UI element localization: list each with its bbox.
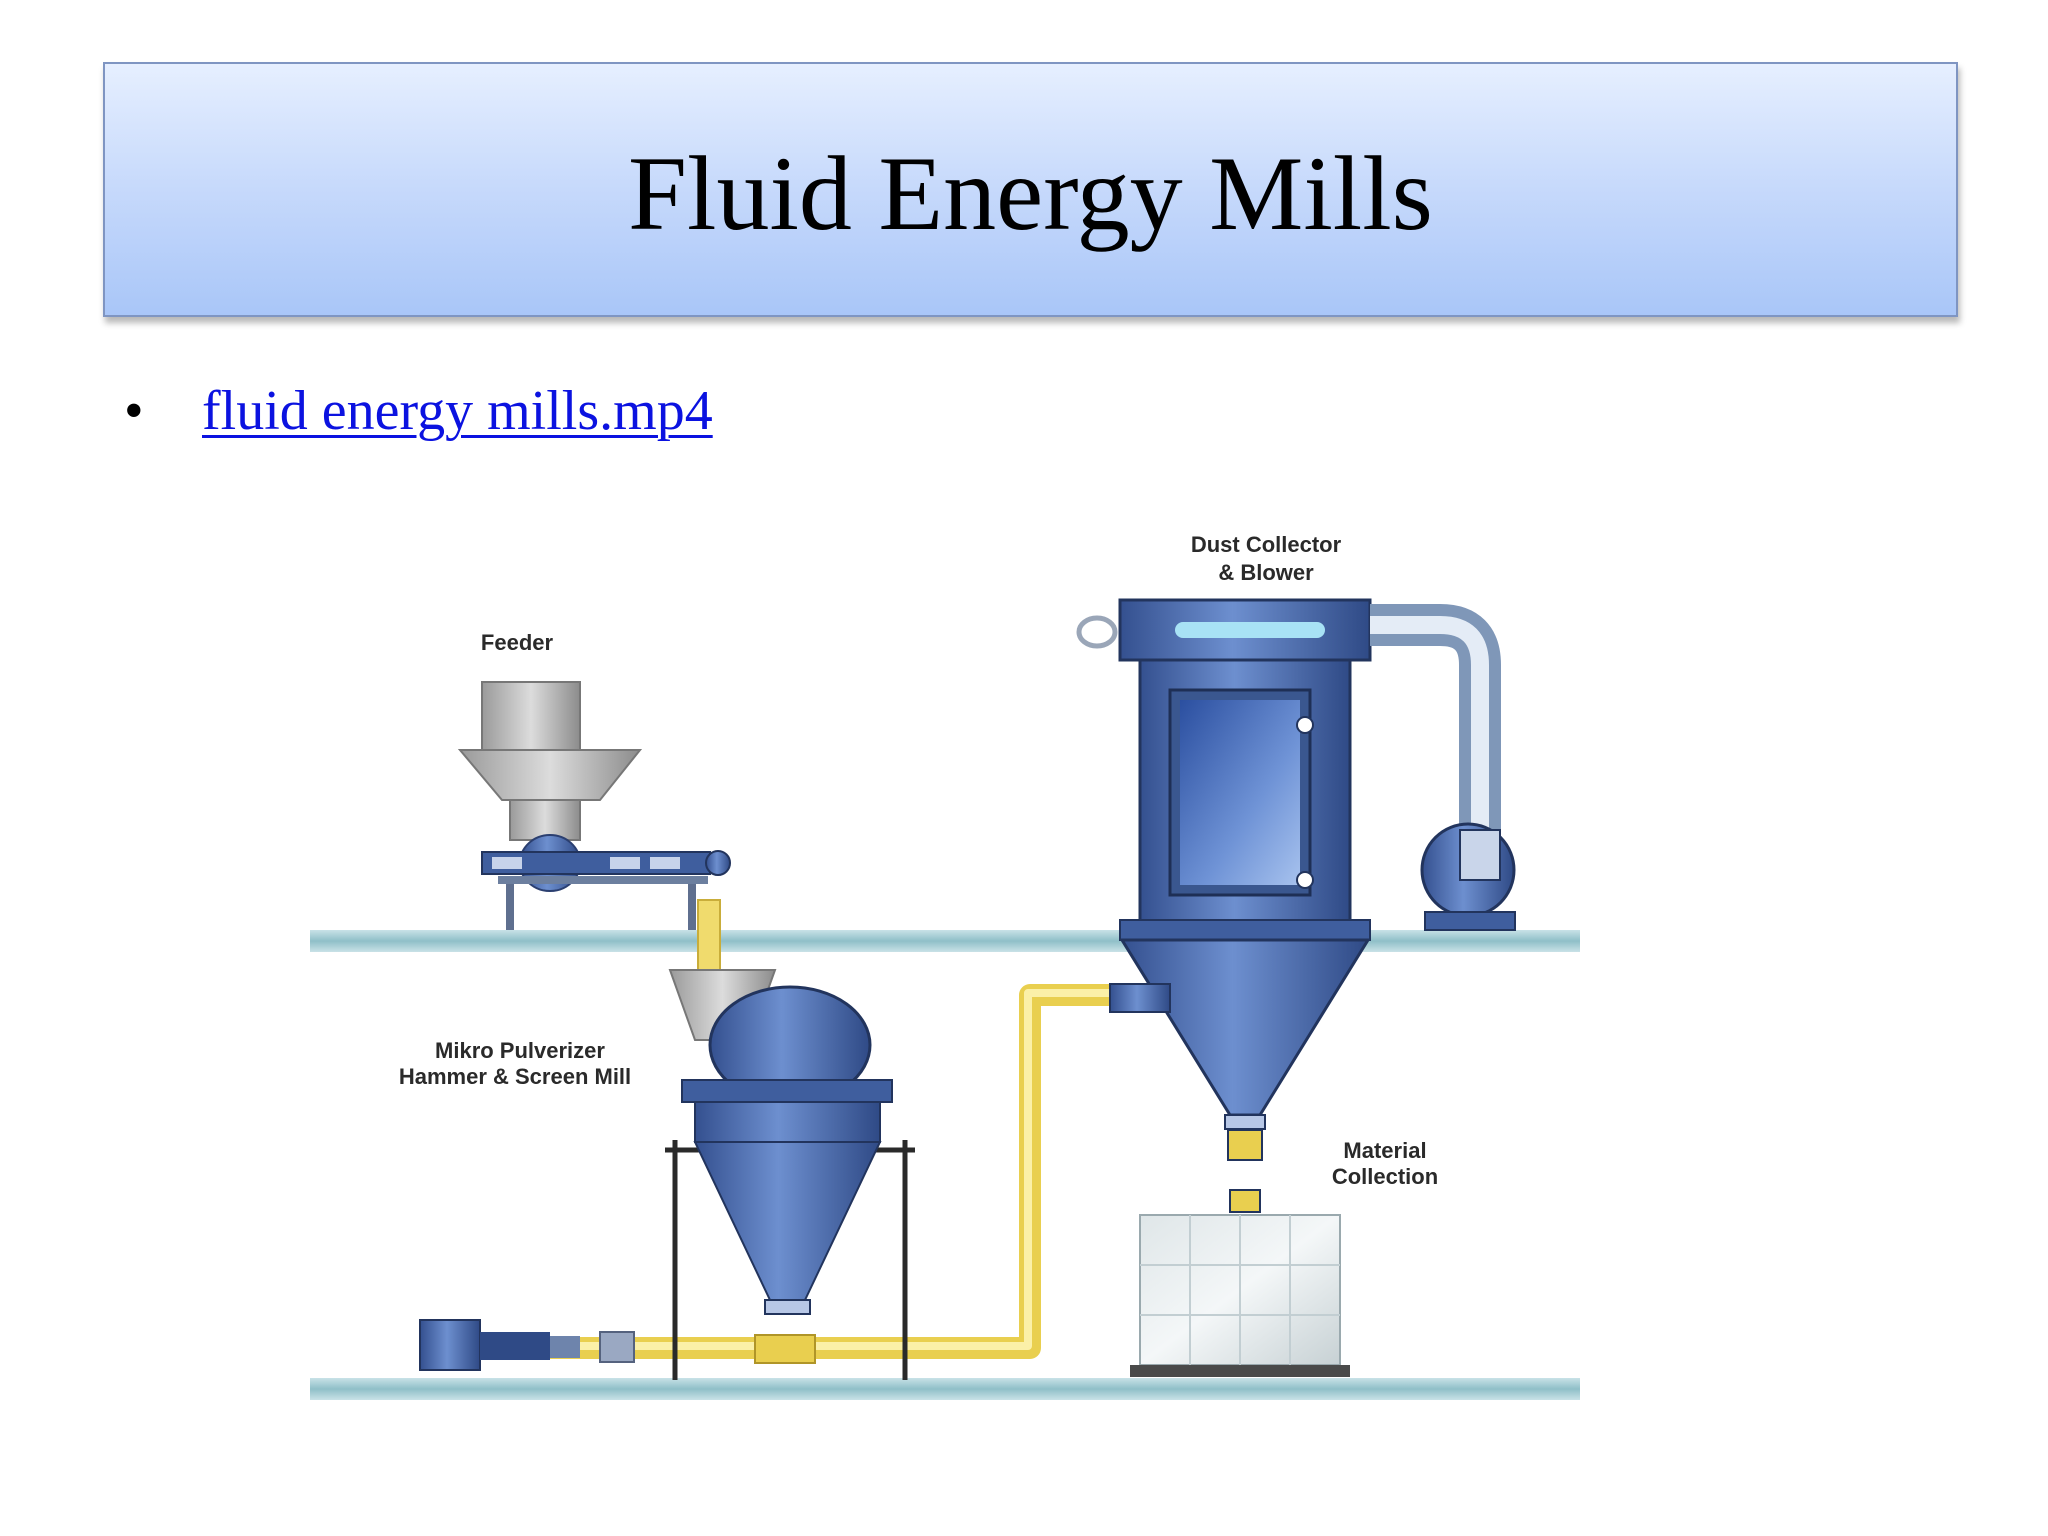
feeder xyxy=(457,681,731,930)
video-link[interactable]: fluid energy mills.mp4 xyxy=(202,380,713,442)
dust-collector-label-line2: & Blower xyxy=(1218,560,1314,585)
pulverizer-label-line1: Mikro Pulverizer xyxy=(435,1038,605,1063)
dust-collector xyxy=(1076,598,1372,1213)
bullet-item: • fluid energy mills.mp4 xyxy=(124,378,713,445)
pulverizer-mill xyxy=(668,969,893,1364)
slide-title: Fluid Energy Mills xyxy=(628,134,1433,252)
bullet-icon: • xyxy=(124,380,144,442)
lower-floor xyxy=(310,1378,1580,1400)
material-collection-bin xyxy=(1130,1214,1350,1377)
title-banner: Fluid Energy Mills xyxy=(103,62,1958,317)
blower xyxy=(1370,604,1516,931)
air-intake xyxy=(419,1319,635,1371)
material-label-line2: Collection xyxy=(1332,1164,1438,1189)
fluid-energy-mill-diagram: Feeder Mikro Pulverizer Hammer & Screen … xyxy=(310,532,1580,1400)
material-label-line1: Material xyxy=(1343,1138,1426,1163)
dust-collector-label-line1: Dust Collector xyxy=(1191,532,1342,557)
pulverizer-label-line2: Hammer & Screen Mill xyxy=(399,1064,631,1089)
upper-floor xyxy=(310,930,1580,952)
feeder-label: Feeder xyxy=(481,630,554,655)
